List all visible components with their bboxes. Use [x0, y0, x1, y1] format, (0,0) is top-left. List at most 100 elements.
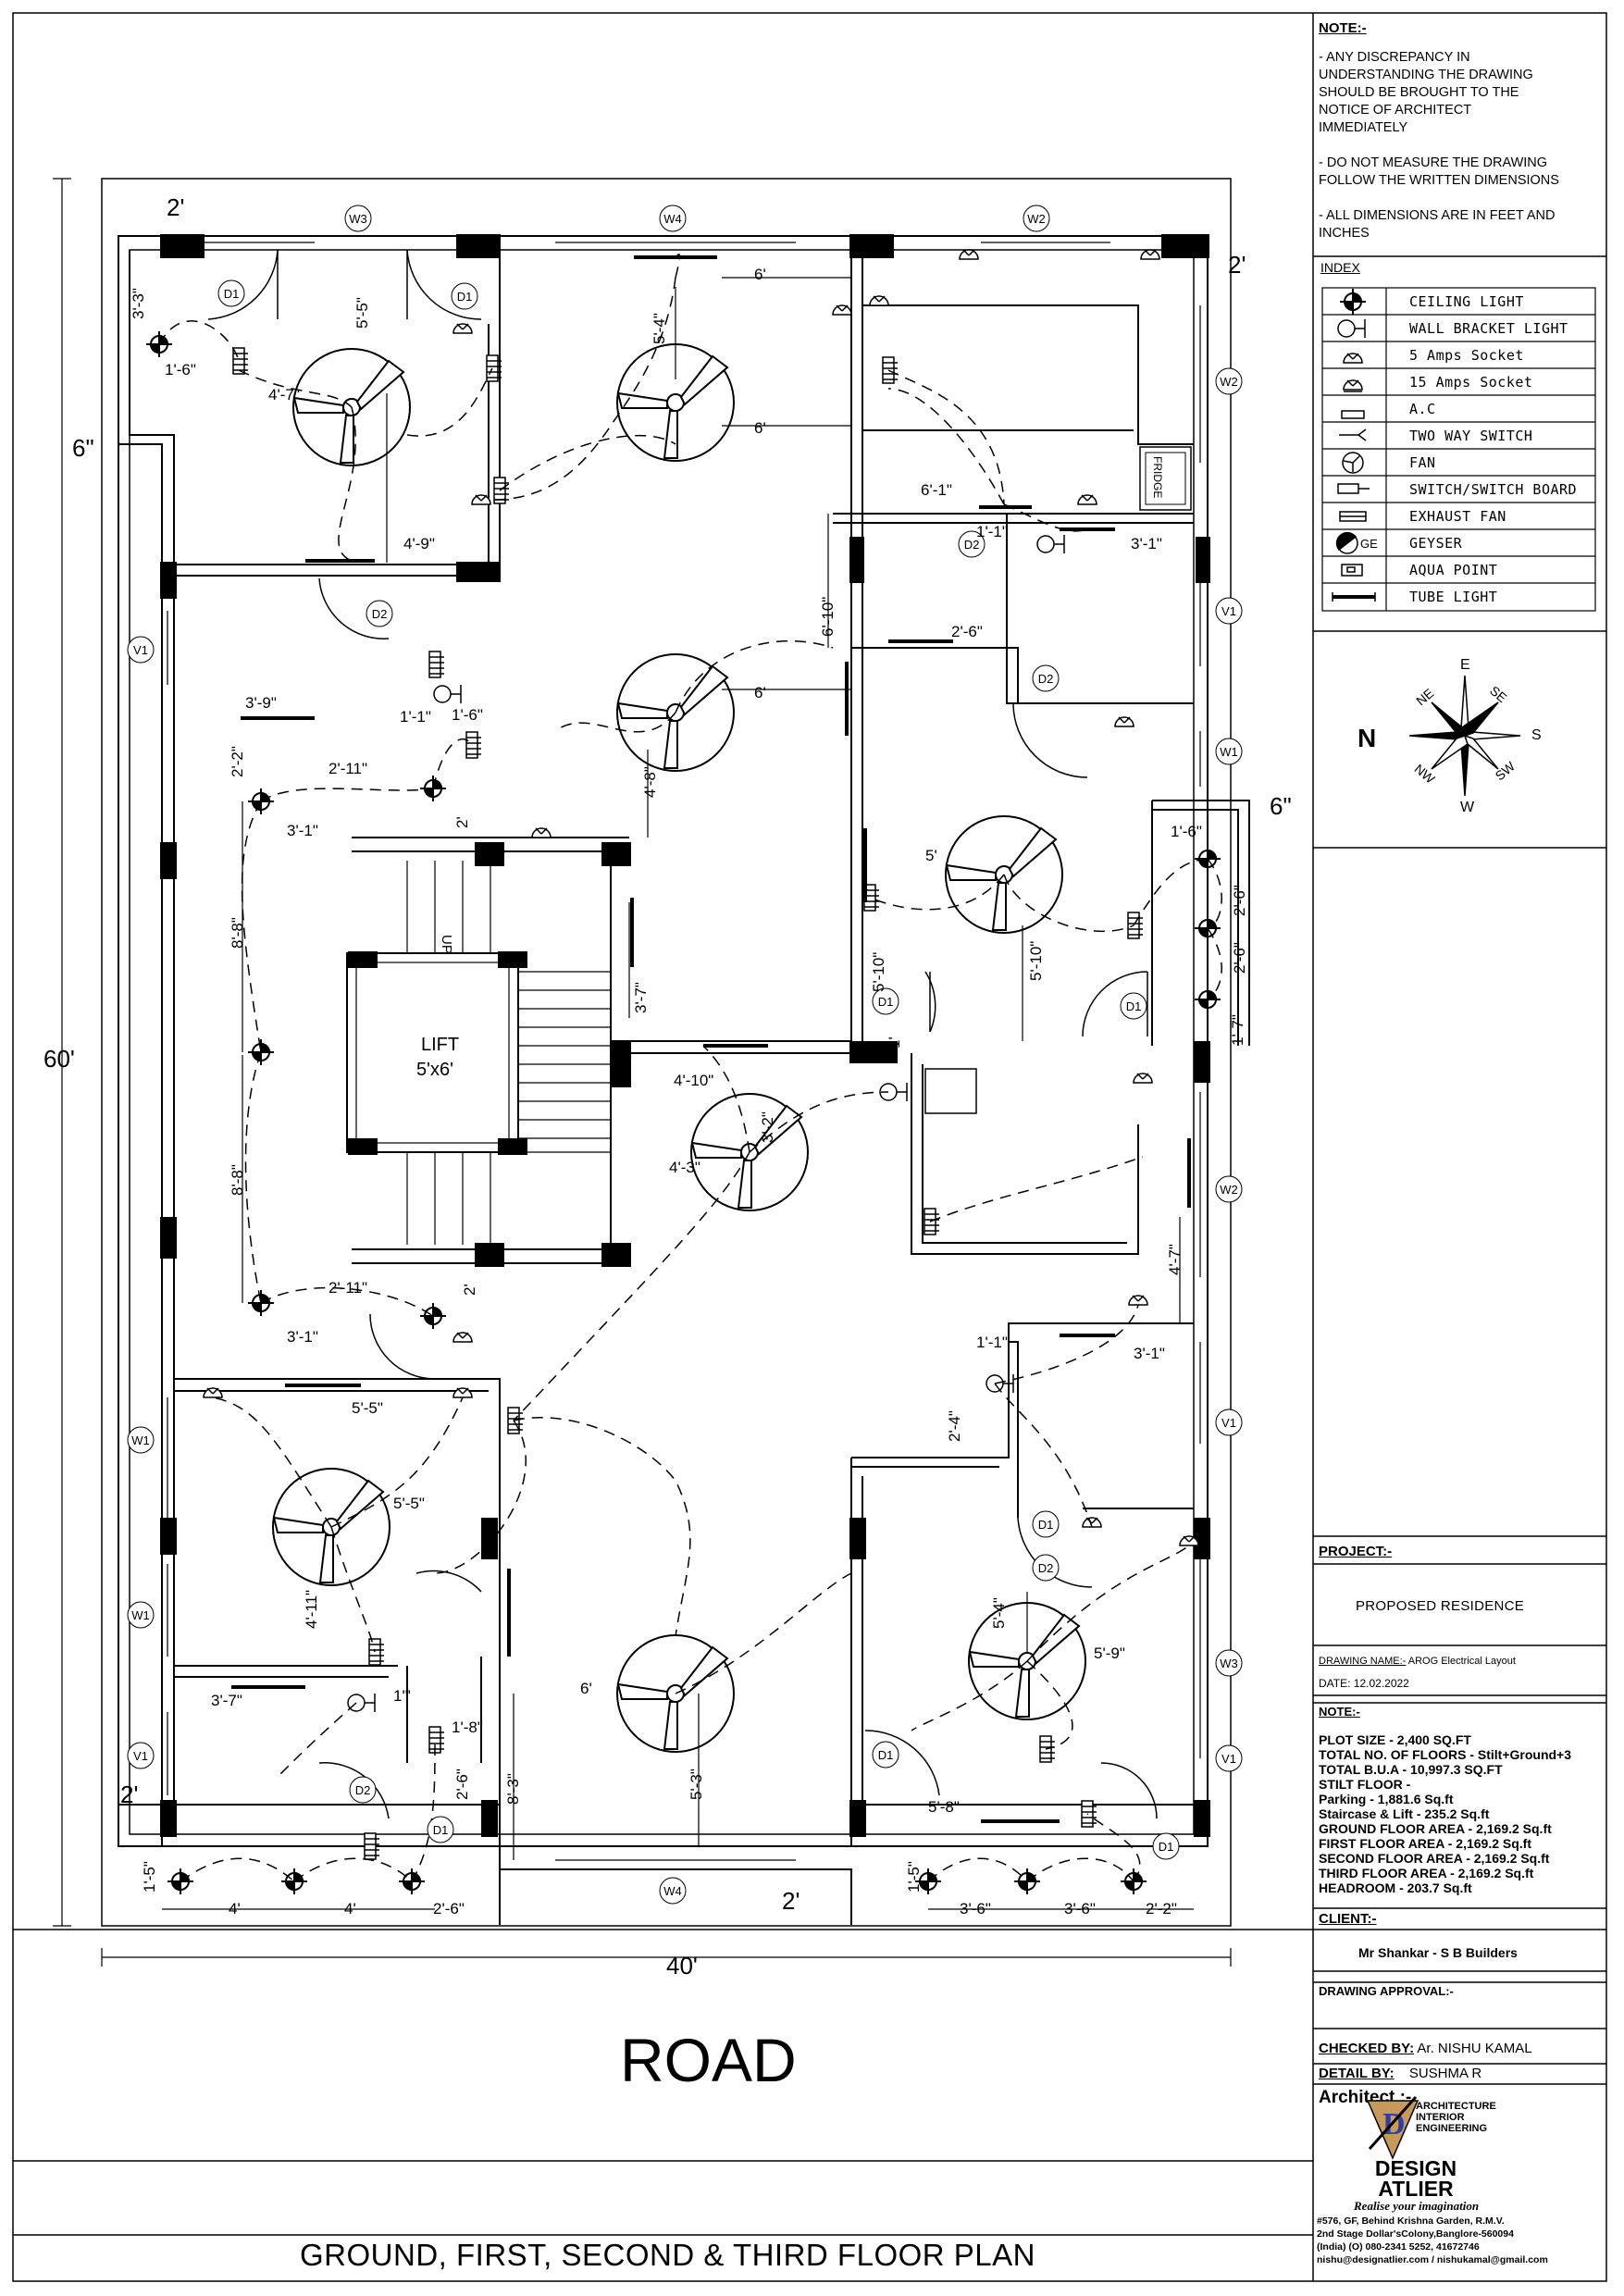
design-atlier-logo: D: [1360, 2093, 1425, 2160]
door-tag: D1: [878, 995, 894, 1009]
service-line: ENGINEERING: [1416, 2123, 1488, 2134]
window-tag-marker: [1215, 367, 1243, 395]
window-tag-marker: [127, 1742, 155, 1769]
dimension-label: 1'-6": [1171, 823, 1202, 840]
drawing-name-row: DRAWING NAME:- AROG Electrical Layout: [1319, 1656, 1516, 1667]
plan-drawing: [53, 178, 1250, 1967]
overall-depth: 60': [43, 1045, 75, 1073]
door-tag: D2: [964, 538, 980, 552]
area-note-line: TOTAL NO. OF FLOORS - Stilt+Ground+3: [1319, 1747, 1572, 1762]
dimension-label: 3'-2": [759, 1111, 776, 1143]
note-line: [1319, 137, 1611, 155]
service-line: INTERIOR: [1416, 2112, 1465, 2123]
door-tag-marker: [958, 530, 986, 558]
door-tag: D1: [224, 287, 240, 301]
date-row: DATE: 12.02.2022: [1319, 1677, 1409, 1690]
dimension-label: 2'-6": [433, 1900, 465, 1917]
dimension-label: 2'-6": [453, 1769, 471, 1800]
dimension-label: 2'-2": [229, 746, 246, 777]
dimension-label: 2': [461, 1284, 478, 1296]
window-tag: W1: [131, 1608, 150, 1622]
compass-w: W: [1460, 800, 1475, 815]
dimension-label: 3'-1": [287, 1328, 318, 1346]
fan-icon: [1342, 452, 1364, 474]
note-line: FOLLOW THE WRITTEN DIMENSIONS: [1319, 173, 1559, 188]
index-label: SWITCH/SWITCH BOARD: [1409, 481, 1578, 498]
door-tag: D2: [355, 1783, 371, 1797]
geyser-icon: GE: [1335, 531, 1378, 554]
window-tag: W2: [1220, 1183, 1238, 1197]
dimension-label: 4'-9": [403, 535, 435, 552]
dimension-label: 1': [886, 1036, 903, 1049]
window-tag: V1: [1221, 604, 1236, 618]
dimension-label: 2': [453, 816, 471, 828]
index-icons: GE: [1332, 288, 1378, 602]
dimension-label: 1'-6": [165, 361, 196, 379]
door-tag-marker: [1032, 1510, 1060, 1538]
address-line: 2nd Stage Dollar'sColony,Banglore-560094: [1317, 2228, 1514, 2240]
dimension-label: 5'-10": [1027, 941, 1045, 981]
index-row: 15 Amps Socket: [1322, 369, 1595, 395]
dimension-label: 5': [925, 847, 937, 864]
door-tag-marker: [1032, 664, 1060, 692]
note-line: - ANY DISCREPANCY IN: [1319, 50, 1470, 65]
switch-board-icon: [1337, 483, 1370, 494]
index-label: 5 Amps Socket: [1409, 347, 1524, 364]
window-tag-marker: [1215, 1175, 1243, 1203]
dimension-label: 2'-4": [946, 1410, 963, 1442]
dimension-label: 3'-6": [1064, 1900, 1096, 1917]
dimension-label: 4': [344, 1900, 356, 1917]
dimension-label: 3'-1": [1131, 535, 1162, 552]
fridge-label: FRIDGE: [1151, 456, 1164, 498]
window-tag-marker: [659, 1877, 687, 1905]
dimension-label: 4'-10": [674, 1072, 713, 1089]
area-note-line: THIRD FLOOR AREA - 2,169.2 Sq.ft: [1319, 1866, 1534, 1880]
checked-row: CHECKED BY: Ar. NISHU KAMAL: [1319, 2041, 1532, 2056]
door-tag-marker: [872, 987, 899, 1015]
dimension-label: 1'-5": [905, 1861, 923, 1893]
client-name: Mr Shankar - S B Builders: [1358, 1945, 1518, 1960]
window-tag-marker: [1215, 1744, 1243, 1772]
dimension-label: 1'-8": [452, 1719, 483, 1736]
dimension-label: 2'-6": [1231, 885, 1248, 916]
client-label: CLIENT:-: [1319, 1911, 1377, 1927]
area-note-line: GROUND FLOOR AREA - 2,169.2 Sq.ft: [1319, 1821, 1552, 1836]
area-note-line: PLOT SIZE - 2,400 SQ.FT: [1319, 1732, 1471, 1747]
note-line: NOTICE OF ARCHITECT: [1319, 103, 1472, 118]
window-tag-marker: [1215, 1649, 1243, 1677]
lift-size: 5'x6': [416, 1060, 453, 1080]
aqua-point-icon: [1341, 564, 1363, 577]
note-line: INCHES: [1319, 226, 1370, 241]
dimension-label: 5'-5": [353, 297, 371, 329]
area-note-line: HEADROOM - 203.7 Sq.ft: [1319, 1880, 1472, 1895]
index-row: TUBE LIGHT: [1322, 584, 1595, 610]
address-line: nishu@designatlier.com / nishukamal@gmai…: [1317, 2254, 1548, 2265]
window-tag: V1: [1221, 1416, 1236, 1430]
dimension-label: 4': [229, 1900, 241, 1917]
door-tag: D2: [1038, 672, 1054, 686]
detail-row: DETAIL BY: SUSHMA R: [1319, 2066, 1481, 2081]
index-row: FAN: [1322, 450, 1595, 476]
dimension-label: 6': [580, 1680, 592, 1697]
detail-label: DETAIL BY:: [1319, 2066, 1395, 2081]
project-name: PROPOSED RESIDENCE: [1356, 1598, 1525, 1614]
dimension-label: 8'-8": [229, 1164, 246, 1196]
index-label: CEILING LIGHT: [1409, 293, 1524, 310]
dimension-label: 6'-10": [819, 597, 837, 637]
window-tag: W1: [1220, 745, 1238, 759]
area-note-line: SECOND FLOOR AREA - 2,169.2 Sq.ft: [1319, 1851, 1550, 1866]
dimension-label: 3'-7": [632, 982, 650, 1013]
svg-text:GE: GE: [1360, 537, 1378, 551]
setback-bottom: 2': [782, 1887, 800, 1915]
dimension-label: 8'-8": [229, 917, 246, 949]
dimension-label: 2'-6": [1231, 942, 1248, 974]
dimension-label: 1'-5": [141, 1861, 158, 1893]
area-note-line: Staircase & Lift - 235.2 Sq.ft: [1319, 1806, 1490, 1821]
dimension-label: 5'-8": [928, 1798, 960, 1816]
window-tag-marker: [1215, 738, 1243, 765]
setback-bottom-left: 2': [120, 1781, 138, 1808]
door-tag: D1: [1159, 1840, 1174, 1854]
index-label: A.C: [1409, 401, 1436, 417]
